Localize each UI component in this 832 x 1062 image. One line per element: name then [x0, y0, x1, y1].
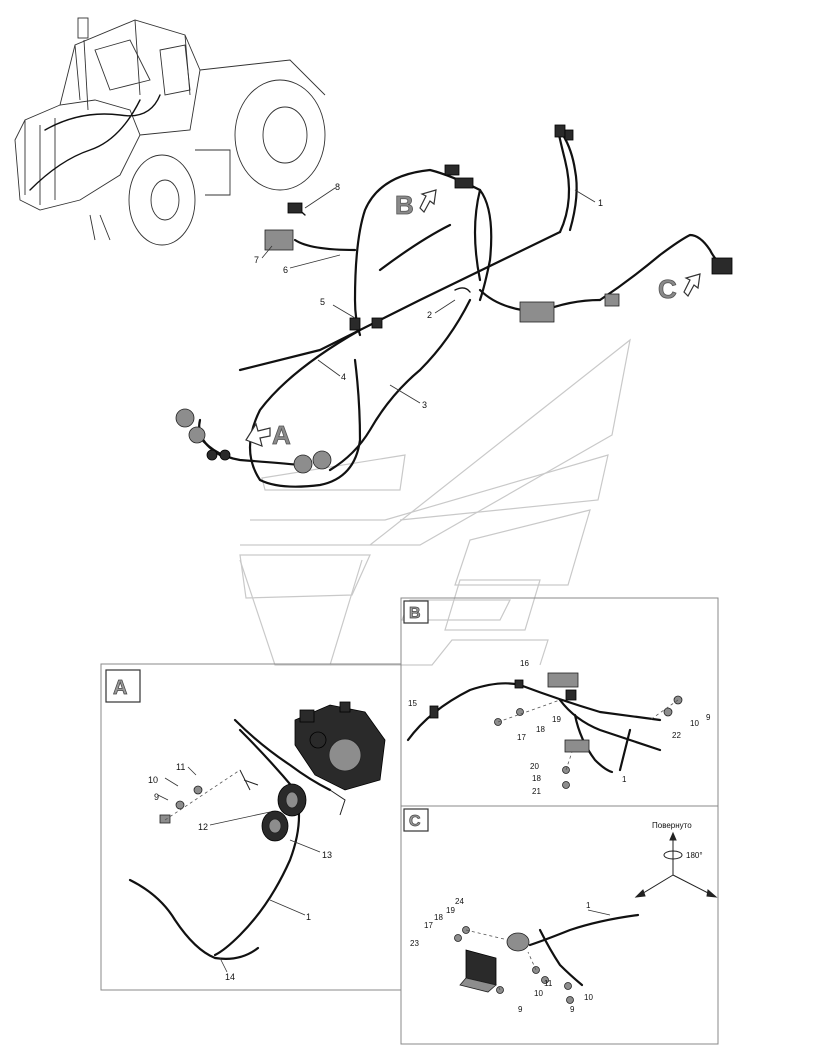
main-harness [175, 124, 733, 488]
view-a-label-11: 11 [176, 762, 185, 772]
view-b-label-9: 9 [706, 713, 711, 722]
tractor-illustration [14, 17, 326, 246]
view-c-label-17: 17 [424, 921, 433, 930]
view-c-label-24: 24 [455, 897, 464, 906]
callout-b: B [395, 189, 437, 220]
view-c-label-9b: 9 [570, 1005, 575, 1014]
view-b-label-16: 16 [520, 659, 529, 668]
view-b-title: B [409, 605, 421, 622]
view-b-label-18b: 18 [532, 774, 541, 783]
view-b-label-1: 1 [622, 775, 627, 784]
view-a-label-10: 10 [148, 775, 158, 785]
view-a-label-14: 14 [225, 972, 235, 982]
label-7: 7 [254, 255, 259, 265]
view-a-label-9: 9 [154, 792, 159, 802]
view-b-label-10: 10 [690, 719, 699, 728]
label-4: 4 [341, 372, 346, 382]
view-b-label-19: 19 [552, 715, 561, 724]
callout-c: C [658, 273, 701, 304]
view-c-title: C [409, 813, 421, 830]
label-3: 3 [422, 400, 427, 410]
view-c: C Повернуто 180° 24 19 18 17 23 1 11 10 … [403, 808, 718, 1014]
view-b-label-15: 15 [408, 699, 417, 708]
rotation-angle: 180° [686, 851, 703, 860]
view-a-label-13: 13 [322, 850, 332, 860]
view-a: A 9 10 11 12 13 1 14 [105, 669, 386, 982]
view-b-label-22: 22 [672, 731, 681, 740]
view-c-frame [400, 805, 719, 1045]
view-a-label-12: 12 [198, 822, 208, 832]
label-1: 1 [598, 198, 603, 208]
view-b-label-21: 21 [532, 787, 541, 796]
label-5: 5 [320, 297, 325, 307]
view-c-label-10b: 10 [584, 993, 593, 1002]
view-c-label-10: 10 [534, 989, 543, 998]
view-b-label-20: 20 [530, 762, 539, 771]
label-8: 8 [335, 182, 340, 192]
view-c-label-11: 11 [544, 979, 553, 988]
view-c-label-1: 1 [586, 901, 591, 910]
view-a-title: A [113, 677, 127, 699]
label-6: 6 [283, 265, 288, 275]
view-c-label-18: 18 [434, 913, 443, 922]
view-b-label-18: 18 [536, 725, 545, 734]
view-c-label-9: 9 [518, 1005, 523, 1014]
main-part-numbers: 1 2 3 4 5 6 7 8 [254, 182, 603, 410]
watermark-logo [239, 338, 631, 666]
rotation-text: Повернуто [652, 821, 692, 830]
callout-c-letter: C [658, 274, 677, 304]
callout-a-letter: A [272, 420, 291, 450]
view-c-label-23: 23 [410, 939, 419, 948]
view-a-label-1: 1 [306, 912, 311, 922]
view-b-label-17: 17 [517, 733, 526, 742]
view-c-label-19: 19 [446, 906, 455, 915]
callout-a: A [245, 420, 291, 450]
label-2: 2 [427, 310, 432, 320]
view-b: B 16 15 19 18 17 20 18 21 9 10 22 1 [403, 600, 711, 796]
callout-b-letter: B [395, 190, 414, 220]
